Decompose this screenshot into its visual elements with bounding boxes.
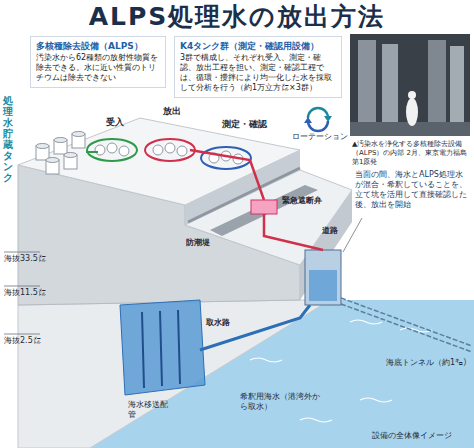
seawater-pipe — [200, 305, 310, 350]
leader-line — [4, 286, 40, 287]
undersea-tunnel — [341, 298, 472, 352]
elevation-label: 海抜33.5㍍ — [4, 254, 46, 264]
tank — [36, 144, 49, 149]
k4-tank-groups — [87, 139, 251, 169]
photo-worker — [408, 91, 416, 99]
box-body: 汚染水から62種類の放射性物質を除去できる。水に近い性質のトリチウムは除去できな… — [36, 53, 160, 83]
elevation-label: 海抜11.5㍍ — [4, 288, 46, 298]
arrowhead — [304, 117, 312, 123]
part-label: 海底トンネル（約1㌔） — [386, 358, 472, 368]
wave — [250, 320, 432, 422]
box-heading: K4タンク群（測定・確認用設備） — [180, 41, 336, 53]
tank — [107, 143, 117, 153]
photo-vessel — [450, 46, 464, 132]
elevation-label: 海抜2.5㍍ — [4, 336, 41, 346]
photo-worker — [406, 98, 418, 126]
tank-group-label: 受入 — [106, 117, 124, 128]
tank-group-label: 放出 — [163, 106, 181, 117]
info-box: 多核種除去設備（ALPS）汚染水から62種類の放射性物質を除去できる。水に近い性… — [30, 36, 166, 88]
part-label: 防潮堤 — [186, 238, 210, 248]
shaft-water — [309, 270, 337, 301]
part-label: 緊急遮断弁 — [282, 196, 322, 206]
photo — [350, 34, 470, 136]
valve — [251, 200, 277, 214]
part-label: 海水移送配管 — [128, 400, 172, 420]
tank — [64, 153, 77, 158]
tank — [54, 138, 67, 143]
tank-group-label: 測定・確認 — [222, 119, 267, 130]
tank — [72, 132, 85, 137]
icon-label: ローテーション — [292, 132, 348, 141]
pipe — [178, 310, 180, 384]
leader-line — [4, 334, 40, 335]
photo-ground — [350, 34, 470, 136]
photo-vessel — [382, 44, 398, 132]
tank — [46, 158, 59, 163]
pipe — [86, 151, 98, 153]
tank — [177, 146, 187, 156]
note: 当面の間、海水とALPS処理水が混合・希釈していることを、立て坑を活用して直接確… — [355, 170, 469, 210]
info-box: K4タンク群（測定・確認用設備）3群で構成し、それぞれ受入、測定・確認、放出工程… — [174, 36, 342, 98]
figure-caption: 設備の全体像イメージ — [372, 430, 452, 441]
leader-line — [343, 218, 362, 252]
tank — [153, 145, 163, 155]
lower-ground — [18, 300, 330, 448]
tank — [95, 145, 105, 155]
part-label: 希釈用海水（港湾外から取水） — [240, 392, 324, 412]
seawall — [188, 168, 300, 222]
tank-loop — [145, 139, 195, 161]
photo-vessel — [428, 40, 446, 132]
storage-tanks — [36, 132, 85, 175]
leader-line — [4, 252, 40, 253]
title: ALPS処理水の放出方法 — [0, 3, 474, 32]
tank — [165, 143, 175, 153]
photo-caption: ▲汚染水を浄化する多核種除去設備（ALPS）の内部 2月、東京電力福島第1原発 — [352, 140, 472, 166]
photo-vessel — [358, 40, 376, 132]
box-body: 3群で構成し、それぞれ受入、測定・確認、放出工程を担い、測定・確認工程では、循環… — [180, 53, 336, 93]
tank-loop — [87, 139, 137, 161]
pipe — [160, 311, 162, 386]
vertical-shaft — [305, 250, 341, 305]
intake-channel — [120, 300, 205, 395]
box-heading: 多核種除去設備（ALPS） — [36, 41, 160, 53]
part-label: 取水路 — [206, 318, 230, 328]
treated-water-pipe — [190, 150, 323, 250]
pipe — [142, 312, 144, 388]
part-label: 道路 — [322, 226, 338, 236]
tank — [119, 146, 129, 156]
area-label: 処理水貯蔵タンク — [3, 95, 13, 183]
sea — [90, 300, 474, 448]
